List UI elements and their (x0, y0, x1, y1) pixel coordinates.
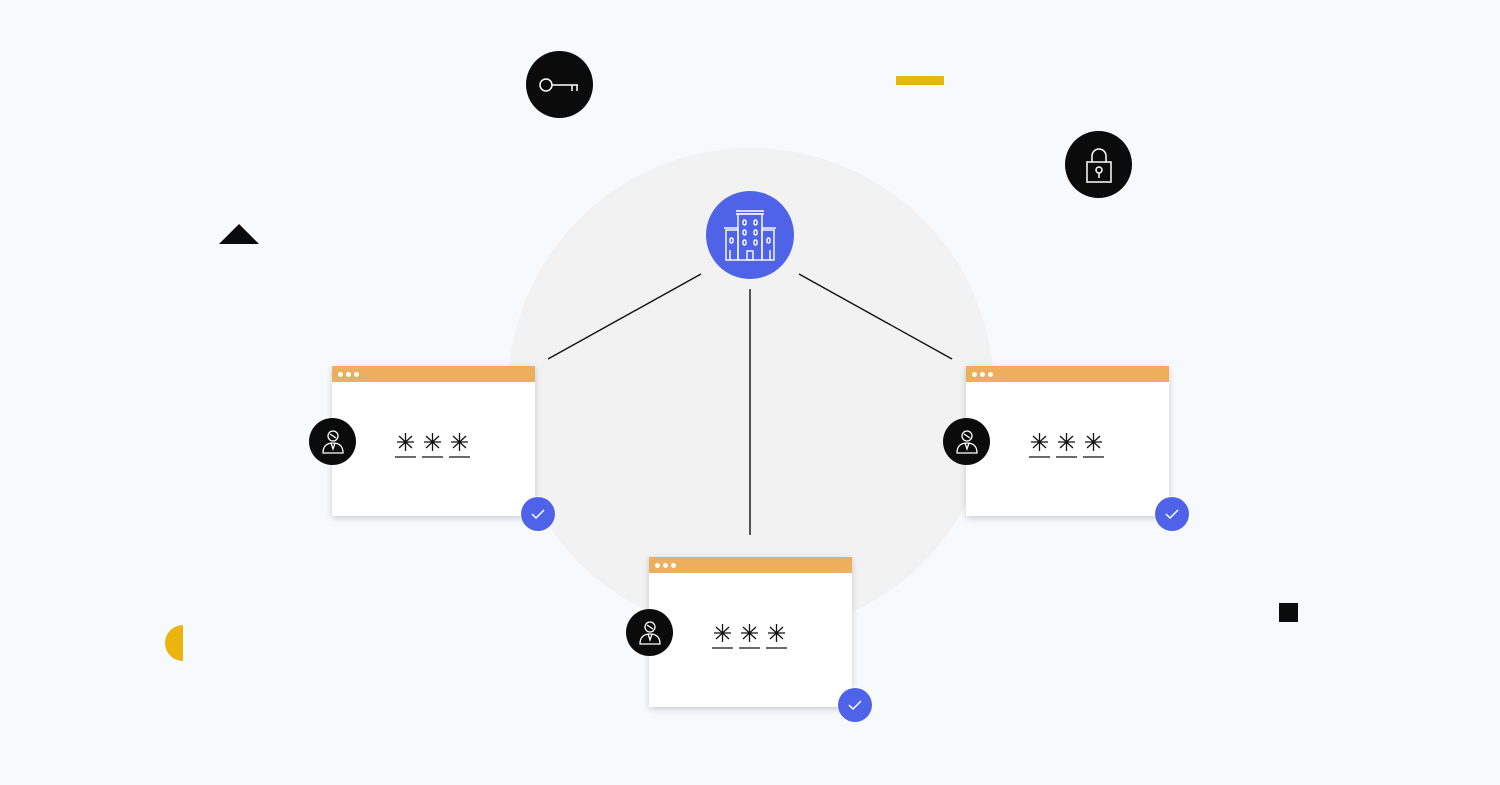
check-icon (531, 509, 545, 520)
window-title-bar (332, 366, 535, 382)
black-triangle (219, 224, 259, 244)
window-control-dot (655, 562, 660, 568)
password-asterisk-icon (422, 433, 443, 458)
black-square (1279, 603, 1298, 622)
building-icon (724, 210, 776, 261)
user-icon (321, 429, 344, 454)
connector-left (547, 273, 702, 360)
password-asterisk-icon (766, 624, 787, 649)
yellow-bar (896, 76, 944, 85)
window-body (332, 382, 535, 516)
login-window-left (332, 366, 535, 516)
user-badge-right (943, 418, 990, 465)
user-icon (955, 429, 978, 454)
window-title-bar (966, 366, 1169, 382)
verified-badge-center (838, 688, 872, 722)
password-asterisk-icon (449, 433, 470, 458)
padlock-badge (1065, 131, 1132, 198)
window-control-dot (980, 371, 985, 377)
window-control-dot (671, 562, 676, 568)
key-badge (526, 51, 593, 118)
password-asterisk-icon (395, 433, 416, 458)
verified-badge-right (1155, 497, 1189, 531)
window-body (649, 573, 852, 707)
yellow-half-circle (165, 625, 183, 661)
organization-hub (706, 191, 794, 279)
password-mask (395, 432, 470, 459)
password-asterisk-icon (1056, 433, 1077, 458)
window-control-dot (354, 371, 359, 377)
verified-badge-left (521, 497, 555, 531)
login-window-center (649, 557, 852, 707)
check-icon (1165, 509, 1179, 520)
password-mask (712, 623, 787, 650)
user-badge-left (309, 418, 356, 465)
password-asterisk-icon (712, 624, 733, 649)
password-mask (1029, 432, 1104, 459)
password-asterisk-icon (739, 624, 760, 649)
key-icon (538, 77, 578, 92)
window-control-dot (338, 371, 343, 377)
window-control-dot (663, 562, 668, 568)
window-control-dot (346, 371, 351, 377)
padlock-icon (1085, 147, 1112, 183)
window-title-bar (649, 557, 852, 573)
user-icon (638, 620, 661, 645)
window-control-dot (972, 371, 977, 377)
login-window-right (966, 366, 1169, 516)
window-body (966, 382, 1169, 516)
window-control-dot (988, 371, 993, 377)
password-asterisk-icon (1029, 433, 1050, 458)
user-badge-center (626, 609, 673, 656)
connector-right (798, 273, 953, 360)
check-icon (848, 700, 862, 711)
password-asterisk-icon (1083, 433, 1104, 458)
